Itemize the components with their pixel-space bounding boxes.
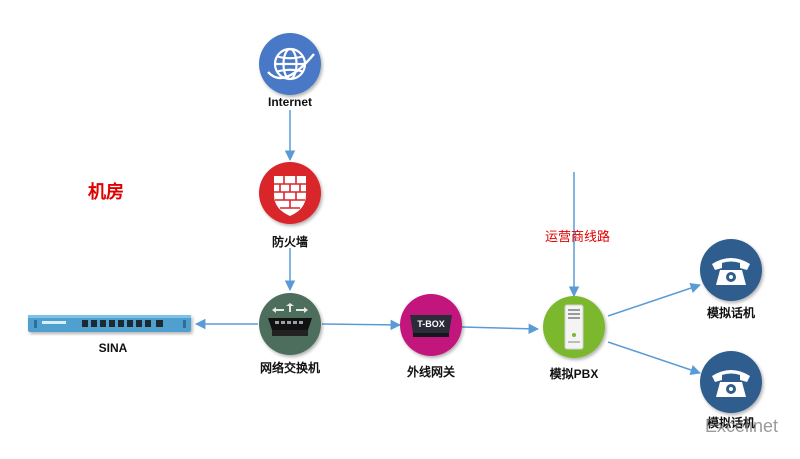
firewall-label: 防火墙 [271, 235, 309, 249]
node-tbox: T-BOX [400, 294, 462, 356]
pbx-label: 模拟PBX [549, 367, 599, 381]
internet-label: Internet [267, 95, 313, 109]
arrow-pbx-to-phone2 [607, 341, 701, 375]
tbox-label: 外线网关 [406, 365, 456, 379]
rack-appliance-icon [28, 315, 191, 332]
node-firewall [259, 162, 321, 224]
phone1-label: 模拟话机 [706, 306, 756, 320]
globe-icon [267, 47, 315, 81]
arrow-pbx-to-phone1 [607, 283, 701, 317]
node-pbx [543, 296, 605, 358]
watermark: Excelinet [704, 416, 778, 436]
node-sina [28, 315, 191, 332]
telephone-icon [712, 258, 750, 285]
arrow-tbox-to-pbx [461, 323, 540, 334]
room-label: 机房 [88, 182, 124, 202]
switch-label: 网络交换机 [259, 361, 321, 375]
node-internet [259, 33, 321, 95]
node-phone1 [700, 239, 762, 301]
carrier-label: 运营商线路 [545, 230, 611, 245]
pbx-server-icon [564, 304, 584, 350]
tbox-badge: T-BOX [417, 319, 445, 329]
arrow-switch-to-tbox [321, 319, 402, 331]
node-switch [259, 293, 321, 355]
sina-label: SINA [98, 341, 128, 355]
firewall-brick-shield-icon [274, 176, 306, 216]
phone2-label: 模拟话机 [706, 416, 756, 430]
network-switch-icon [268, 303, 312, 336]
gateway-box-icon: T-BOX [410, 315, 452, 337]
telephone-icon [712, 370, 750, 397]
node-phone2 [700, 351, 762, 413]
